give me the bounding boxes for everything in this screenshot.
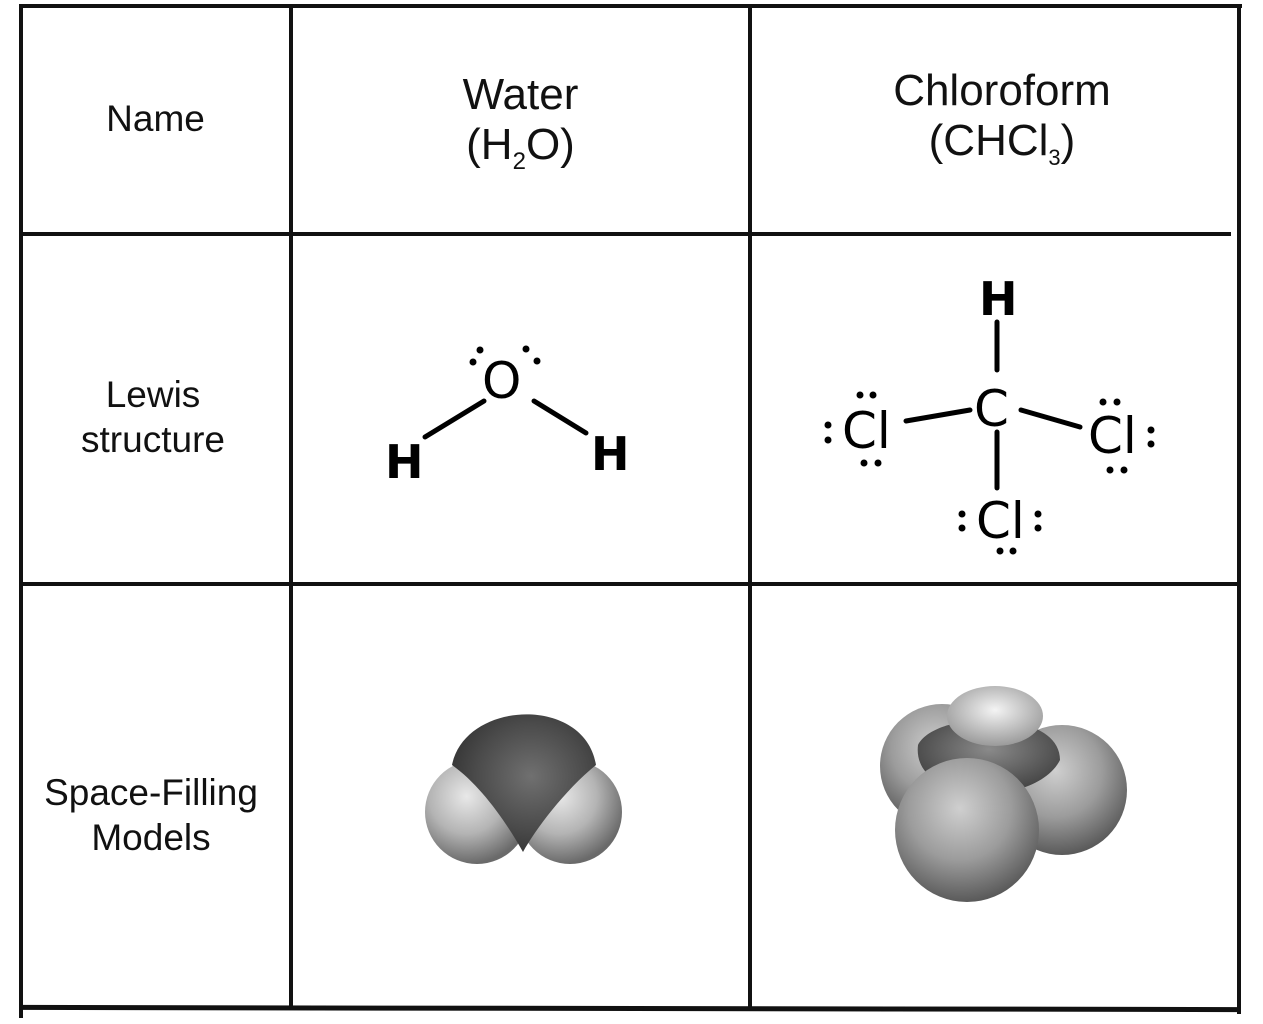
table-border-left xyxy=(19,4,23,1018)
chloroform-chlorine-front-sphere xyxy=(895,758,1039,902)
lone-pair-dot xyxy=(958,524,966,532)
chloroform-name: Chloroform xyxy=(893,66,1111,115)
chloroform-header: Chloroform (CHCl3) xyxy=(752,66,1252,173)
row-label-lewis: Lewis structure xyxy=(18,372,288,462)
lewis-label-line2: structure xyxy=(81,419,225,460)
lone-pair-dot xyxy=(856,391,864,399)
chloroform-chlorine-left: Cl xyxy=(842,402,891,460)
bond-c-cl-left xyxy=(903,407,973,424)
lone-pair-dot xyxy=(1113,398,1121,406)
lone-pair-dot xyxy=(996,547,1004,555)
space-filling-label-line2: Models xyxy=(91,817,211,858)
chloroform-hydrogen-sphere xyxy=(947,686,1043,746)
table-divider-row1 xyxy=(19,232,1231,236)
space-filling-label-line1: Space-Filling xyxy=(44,772,258,813)
lone-pair-dot xyxy=(874,459,882,467)
water-hydrogen-right: H xyxy=(591,427,630,481)
bond-c-cl-right xyxy=(1018,407,1083,430)
chloroform-chlorine-right: Cl xyxy=(1088,407,1137,465)
lone-pair-dot xyxy=(1120,466,1128,474)
lone-pair-dot xyxy=(860,459,868,467)
chloroform-hydrogen: H xyxy=(979,272,1018,326)
lone-pair-dot xyxy=(1099,398,1107,406)
lone-pair-dot xyxy=(958,510,966,518)
lone-pair-dot xyxy=(533,357,541,365)
water-name: Water xyxy=(462,70,579,119)
water-hydrogen-left: H xyxy=(385,435,424,489)
water-header: Water (H2O) xyxy=(293,70,748,177)
chloroform-chlorine-bottom: Cl xyxy=(976,492,1025,550)
water-oxygen-sphere xyxy=(452,714,596,852)
name-label: Name xyxy=(106,98,205,139)
water-model xyxy=(425,714,622,864)
chloroform-model xyxy=(880,686,1127,902)
row-label-space-filling: Space-Filling Models xyxy=(16,770,286,860)
chloroform-carbon: C xyxy=(974,380,1009,438)
bond-o-h-left xyxy=(422,398,487,440)
lone-pair-dot xyxy=(1147,440,1155,448)
lone-pair-dot xyxy=(1147,426,1155,434)
chloroform-formula: (CHCl3) xyxy=(928,116,1076,170)
lewis-label-line1: Lewis xyxy=(105,374,201,415)
lone-pair-dot xyxy=(522,345,530,353)
lone-pair-dot xyxy=(824,436,832,444)
lone-pair-dot xyxy=(469,358,477,366)
table-border-right xyxy=(1237,4,1241,1014)
table-divider-col2 xyxy=(748,4,752,1010)
lone-pair-dot xyxy=(1034,524,1042,532)
table-divider-row2 xyxy=(22,582,1241,586)
lone-pair-dot xyxy=(869,391,877,399)
water-formula: (H2O) xyxy=(466,120,575,175)
table-divider-col1 xyxy=(289,4,293,1010)
bond-o-h-right xyxy=(531,398,589,436)
table-border-top xyxy=(22,4,1242,8)
lone-pair-dot xyxy=(824,421,832,429)
lone-pair-dot xyxy=(1106,466,1114,474)
row-header-name: Name xyxy=(22,96,289,141)
water-oxygen: O xyxy=(482,352,521,410)
lone-pair-dot xyxy=(1034,510,1042,518)
lone-pair-dot xyxy=(476,346,484,354)
lone-pair-dot xyxy=(1009,547,1017,555)
